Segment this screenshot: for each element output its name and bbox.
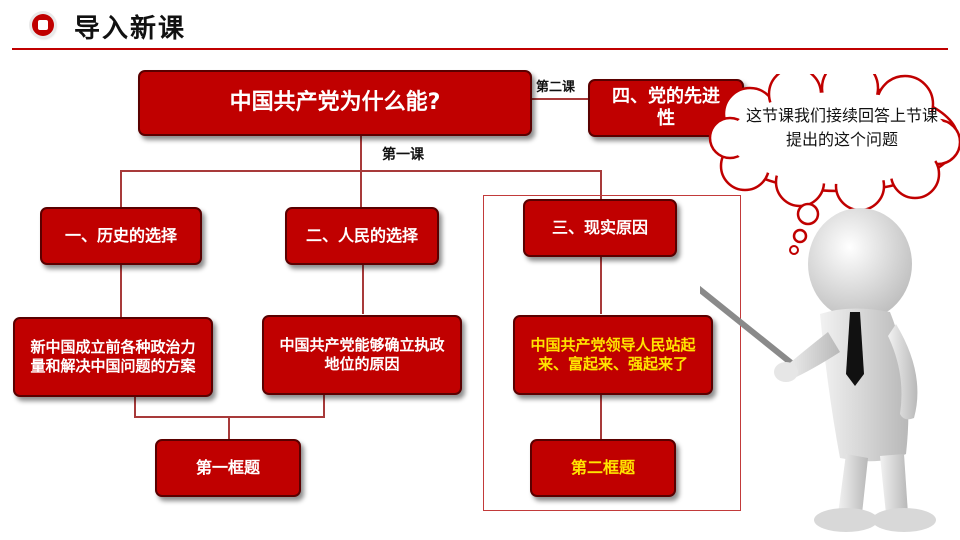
node-people-choice: 二、人民的选择 (285, 207, 439, 265)
speech-bubble-text: 这节课我们接续回答上节课提出的这个问题 (745, 106, 938, 149)
header-divider (12, 48, 948, 50)
lesson-two-label: 第二课 (536, 80, 576, 95)
node-current-reason: 三、现实原因 (523, 199, 677, 257)
current-reason-frame (483, 195, 741, 511)
detail-political-forces: 新中国成立前各种政治力量和解决中国问题的方案 (13, 317, 213, 397)
node-history-choice: 一、历史的选择 (40, 207, 202, 265)
frame-one-node: 第一框题 (155, 439, 301, 497)
frame-two-node: 第二框题 (530, 439, 676, 497)
lesson-one-label: 第一课 (382, 147, 424, 163)
detail-stand-up-prosper: 中国共产党领导人民站起来、富起来、强起来了 (513, 315, 713, 395)
title-badge-icon (32, 14, 54, 36)
presenter-figure-icon (700, 74, 960, 532)
detail-ruling-position: 中国共产党能够确立执政地位的原因 (262, 315, 462, 395)
root-node: 中国共产党为什么能? (138, 70, 532, 136)
page-title: 导入新课 (74, 14, 187, 44)
